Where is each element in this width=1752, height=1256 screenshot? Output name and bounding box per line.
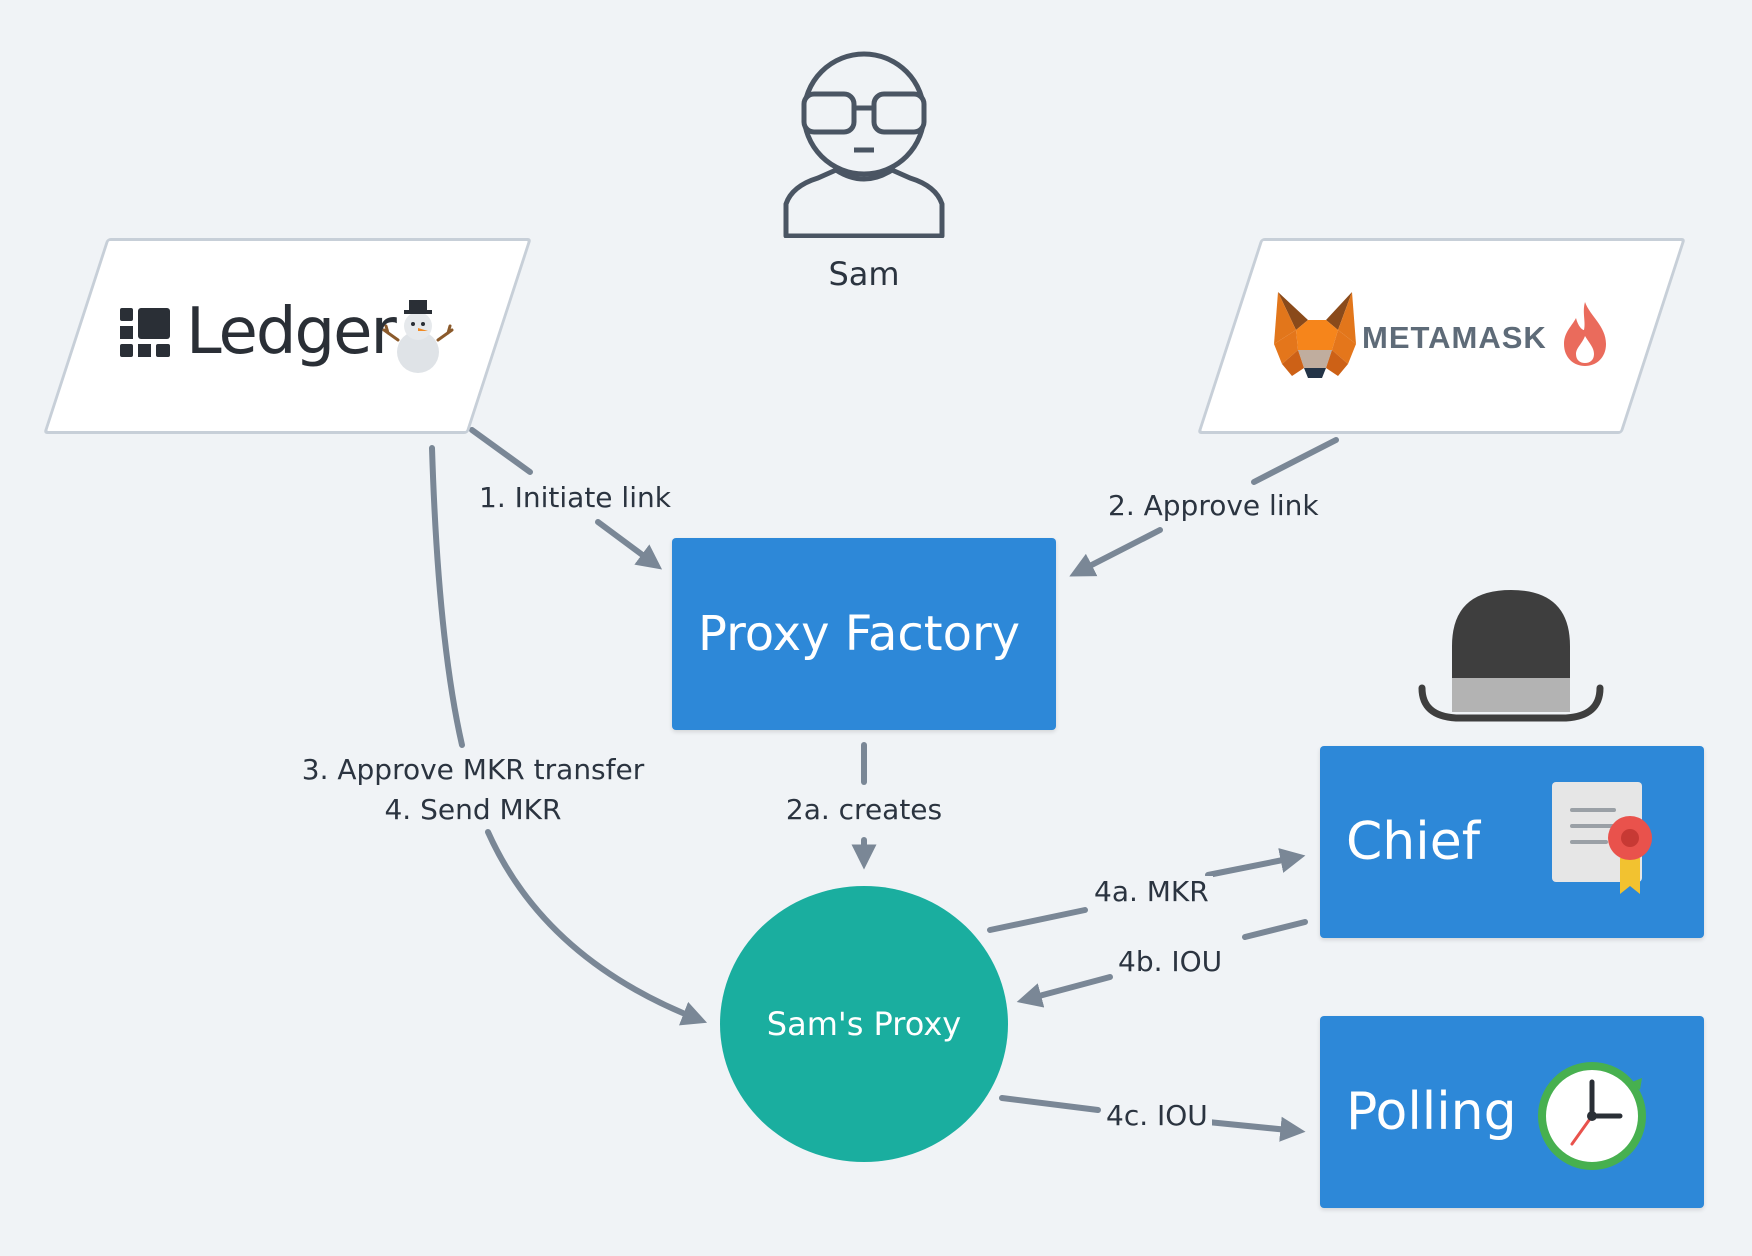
edge-label-send-mkr: 4. Send MKR [380, 794, 566, 826]
edge-iou-back-arrow [1016, 974, 1113, 1008]
edge-ledger-down [429, 445, 465, 748]
chief-label: Chief [1346, 812, 1481, 872]
ledger-logo-icon [120, 308, 170, 357]
sams-proxy-node[interactable] [720, 886, 1008, 1162]
edge-label-mkr: 4a. MKR [1090, 876, 1213, 908]
edge-send-mkr-arrow [485, 829, 708, 1026]
polling-node[interactable]: Polling [1320, 1016, 1704, 1208]
user-glasses-icon [783, 51, 945, 238]
proxy-factory-node[interactable]: Proxy Factory [672, 538, 1056, 730]
snowman-icon [382, 300, 454, 373]
ledger-wordmark: Ledger [186, 295, 397, 369]
chief-node[interactable]: Chief [1320, 746, 1704, 938]
bowler-hat-icon [1418, 590, 1604, 722]
certificate-icon [1552, 782, 1652, 894]
edge-label-initiate-link: 1. Initiate link [475, 482, 675, 514]
edge-initiate-link-arrow [595, 519, 663, 570]
user-name: Sam [828, 255, 900, 293]
edge-label-approve-mkr-transfer: 3. Approve MKR transfer [297, 754, 649, 786]
edge-label-creates: 2a. creates [781, 794, 947, 826]
edge-initiate-link [469, 427, 533, 475]
edge-iou-back [1242, 919, 1308, 940]
metamask-wordmark: METAMASK [1362, 320, 1547, 355]
edge-approve-link-arrow [1069, 527, 1163, 577]
edge-mkr-arrow [1205, 848, 1306, 878]
edge-iou-polling [999, 1095, 1101, 1113]
edge-mkr [987, 907, 1088, 933]
edge-approve-link [1251, 437, 1339, 485]
clock-icon [1538, 1062, 1646, 1170]
edge-iou-polling-arrow [1205, 1116, 1306, 1142]
edge-label-approve-link: 2. Approve link [1104, 490, 1323, 522]
metamask-fox-icon [1274, 292, 1356, 378]
sams-proxy-label: Sam's Proxy [766, 1005, 962, 1043]
edge-label-iou-polling: 4c. IOU [1102, 1100, 1212, 1132]
edge-label-iou-back: 4b. IOU [1114, 946, 1227, 978]
polling-label: Polling [1346, 1082, 1517, 1142]
fire-icon [1564, 302, 1606, 366]
proxy-factory-label: Proxy Factory [698, 606, 1021, 662]
